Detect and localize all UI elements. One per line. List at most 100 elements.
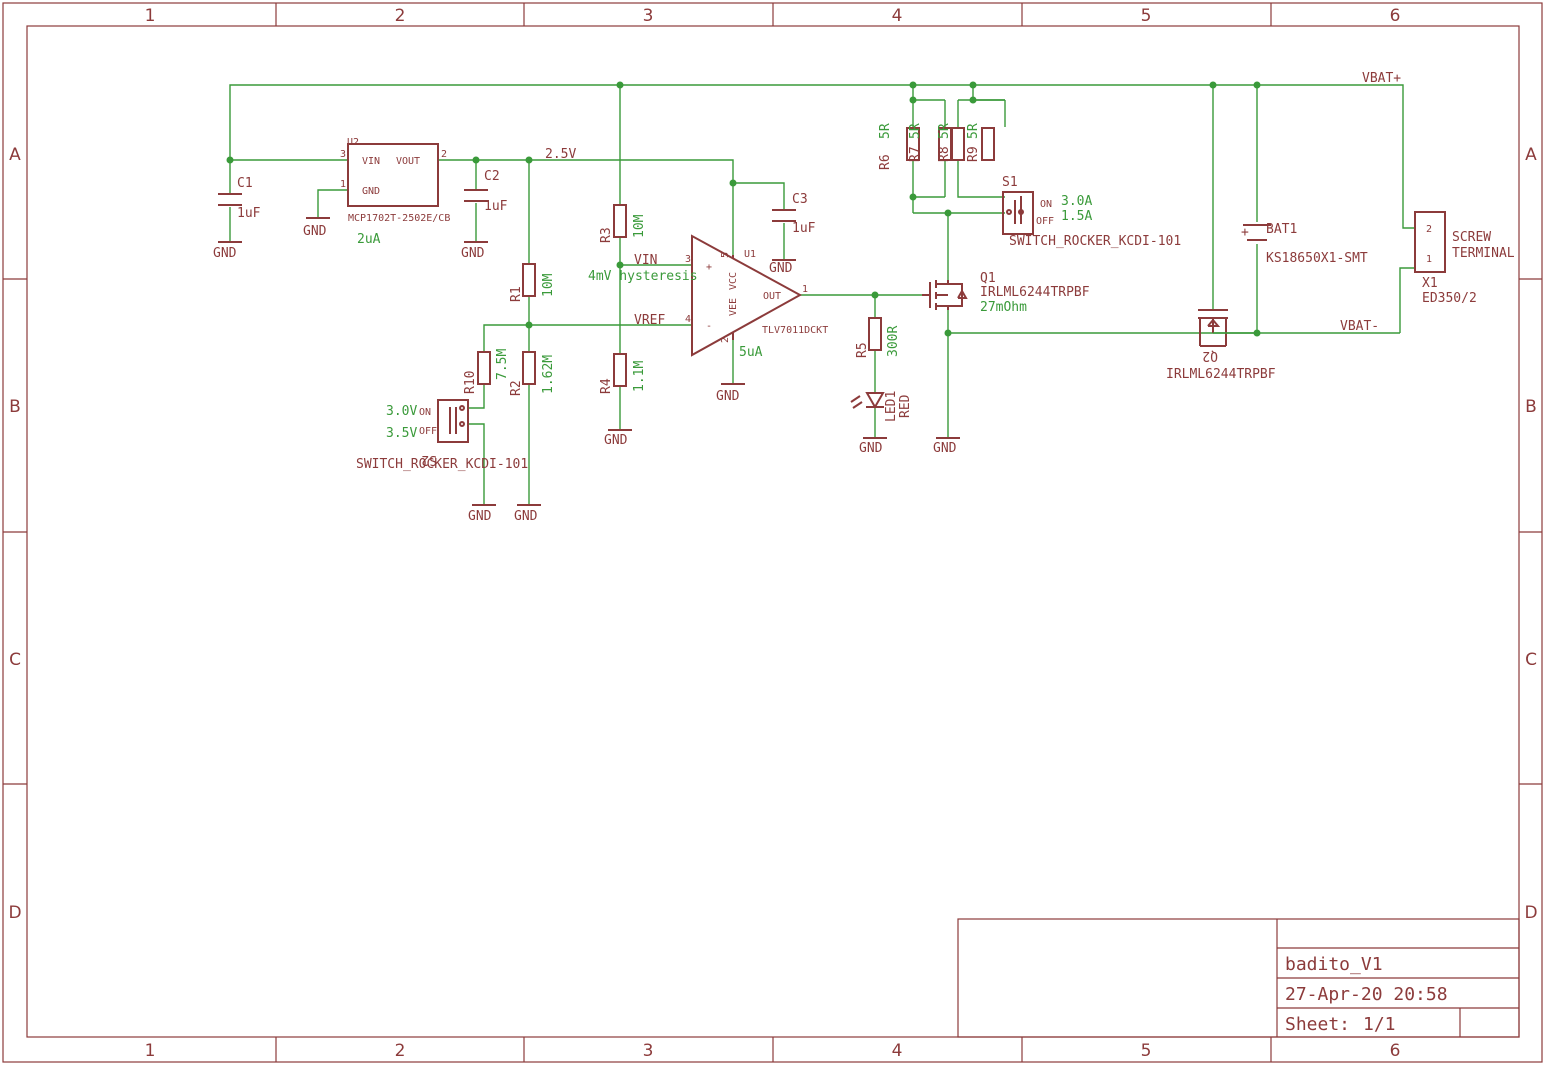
u2-regulator: U2 VIN VOUT GND 3 2 1 MCP1702T-2502E/CB … bbox=[340, 137, 450, 247]
column-label: 1 bbox=[145, 6, 156, 26]
svg-text:1.5A: 1.5A bbox=[1061, 209, 1092, 224]
svg-text:5R: 5R bbox=[878, 123, 893, 139]
row-label: B bbox=[9, 397, 21, 417]
column-label: 4 bbox=[892, 1041, 903, 1061]
resistor-r3: R3 10M bbox=[599, 204, 647, 243]
svg-text:1.1M: 1.1M bbox=[632, 361, 647, 392]
gnd-symbol: GND bbox=[716, 383, 745, 404]
column-labels-top: 1 2 3 4 5 6 bbox=[145, 6, 1401, 26]
svg-text:R8: R8 bbox=[937, 146, 952, 162]
resistor-r6: R6 5R bbox=[878, 123, 920, 170]
svg-text:GND: GND bbox=[362, 186, 380, 197]
switch-s1: S1 ON OFF 3.0A 1.5A SWITCH_ROCKER_KCDI-1… bbox=[1002, 175, 1181, 249]
svg-text:5R: 5R bbox=[908, 123, 923, 139]
net-label-vref: VREF bbox=[634, 313, 665, 328]
q1-mosfet: Q1 IRLML6244TRPBF 27mOhm bbox=[922, 271, 1090, 315]
sheet-number: 1/1 bbox=[1363, 1014, 1396, 1035]
svg-text:BAT1: BAT1 bbox=[1266, 222, 1297, 237]
svg-text:TLV7011DCKT: TLV7011DCKT bbox=[762, 325, 828, 336]
svg-text:C2: C2 bbox=[484, 169, 500, 184]
svg-text:3.5V: 3.5V bbox=[386, 426, 417, 441]
net-label-vbat-minus: VBAT- bbox=[1340, 319, 1379, 334]
svg-text:GND: GND bbox=[716, 389, 740, 404]
svg-text:1: 1 bbox=[1426, 254, 1432, 265]
svg-text:GND: GND bbox=[461, 246, 485, 261]
resistor-r4: R4 1.1M bbox=[599, 353, 647, 394]
svg-text:SWITCH_ROCKER_KCDI-101: SWITCH_ROCKER_KCDI-101 bbox=[1009, 234, 1181, 249]
sheet-label: Sheet: bbox=[1285, 1014, 1350, 1035]
screw-terminal-x1: 2 1 SCREW TERMINAL X1 ED350/2 bbox=[1414, 211, 1515, 306]
net-label-vin: VIN bbox=[634, 253, 657, 268]
svg-text:U1: U1 bbox=[744, 249, 756, 260]
gnd-symbol: GND bbox=[859, 437, 887, 456]
svg-text:ED350/2: ED350/2 bbox=[1422, 291, 1477, 306]
svg-text:U2: U2 bbox=[347, 137, 359, 148]
svg-text:10M: 10M bbox=[632, 214, 647, 238]
svg-text:2: 2 bbox=[720, 337, 731, 343]
resistor-r9: R9 5R bbox=[966, 123, 995, 162]
svg-text:OFF: OFF bbox=[1036, 216, 1054, 227]
svg-text:IRLML6244TRPBF: IRLML6244TRPBF bbox=[1166, 367, 1276, 382]
svg-text:1.62M: 1.62M bbox=[541, 355, 556, 394]
svg-text:OUT: OUT bbox=[763, 291, 781, 302]
junctions bbox=[226, 81, 1261, 337]
row-label: B bbox=[1525, 397, 1537, 417]
svg-text:5: 5 bbox=[720, 252, 731, 258]
svg-text:4: 4 bbox=[685, 314, 691, 325]
svg-text:GND: GND bbox=[859, 441, 883, 456]
svg-text:Q1: Q1 bbox=[980, 271, 996, 286]
net-label-vbat-plus: VBAT+ bbox=[1362, 71, 1401, 86]
svg-text:1uF: 1uF bbox=[237, 206, 261, 221]
ground-symbols: GND GND GND GND GND GND GND GND GND GND bbox=[213, 217, 960, 524]
resistor-r1: R1 10M bbox=[509, 263, 556, 302]
svg-text:VEE: VEE bbox=[728, 298, 739, 316]
svg-text:VIN: VIN bbox=[362, 156, 380, 167]
resistor-r8: R8 5R bbox=[937, 123, 965, 162]
svg-text:3: 3 bbox=[685, 254, 691, 265]
svg-text:7.5M: 7.5M bbox=[495, 349, 510, 380]
net-label-2v5: 2.5V bbox=[545, 147, 576, 162]
row-label: A bbox=[9, 145, 21, 165]
gnd-symbol: GND bbox=[468, 504, 496, 524]
gnd-symbol: GND bbox=[933, 437, 960, 456]
column-label: 4 bbox=[892, 6, 903, 26]
gnd-symbol: GND bbox=[213, 241, 242, 261]
svg-text:1uF: 1uF bbox=[792, 221, 816, 236]
svg-text:2uA: 2uA bbox=[357, 232, 381, 247]
svg-text:300R: 300R bbox=[886, 326, 901, 357]
svg-text:VCC: VCC bbox=[728, 272, 739, 290]
date-text: 27-Apr-20 20:58 bbox=[1285, 984, 1448, 1005]
svg-text:GND: GND bbox=[303, 224, 327, 239]
svg-text:5R: 5R bbox=[937, 123, 952, 139]
svg-text:R5: R5 bbox=[855, 342, 870, 358]
u1-comparator: + - VEE VCC OUT U1 TLV7011DCKT 3 4 1 5 2… bbox=[588, 234, 828, 360]
resistor-r2: R2 1.62M bbox=[509, 351, 556, 396]
column-label: 2 bbox=[395, 6, 406, 26]
svg-text:R6: R6 bbox=[878, 154, 893, 170]
svg-text:+: + bbox=[706, 262, 712, 273]
title-text: badito_V1 bbox=[1285, 954, 1383, 975]
svg-text:R7: R7 bbox=[908, 146, 923, 162]
led1: LED1 RED bbox=[850, 391, 913, 422]
switch-s2: S2 ON OFF 3.0V 3.5V SWITCH_ROCKER_KCDI-1… bbox=[356, 399, 528, 472]
svg-text:MCP1702T-2502E/CB: MCP1702T-2502E/CB bbox=[348, 213, 450, 224]
svg-text:2: 2 bbox=[1426, 224, 1432, 235]
svg-text:10M: 10M bbox=[541, 273, 556, 297]
column-label: 1 bbox=[145, 1041, 156, 1061]
svg-text:R9: R9 bbox=[966, 146, 981, 162]
column-labels-bottom: 1 2 3 4 5 6 bbox=[145, 1041, 1401, 1061]
gnd-symbol: GND bbox=[769, 259, 796, 276]
svg-text:R4: R4 bbox=[599, 378, 614, 394]
svg-text:-: - bbox=[706, 321, 712, 332]
capacitor-c2: C2 1uF bbox=[464, 169, 508, 214]
svg-text:R3: R3 bbox=[599, 227, 614, 243]
svg-text:TERMINAL: TERMINAL bbox=[1452, 246, 1515, 261]
svg-text:27mOhm: 27mOhm bbox=[980, 300, 1027, 315]
row-labels-left: A B C D bbox=[8, 145, 21, 923]
svg-text:GND: GND bbox=[213, 246, 237, 261]
svg-text:2: 2 bbox=[441, 149, 447, 160]
svg-text:GND: GND bbox=[514, 509, 538, 524]
svg-text:X1: X1 bbox=[1422, 276, 1438, 291]
row-labels-right: A B C D bbox=[1524, 145, 1537, 923]
